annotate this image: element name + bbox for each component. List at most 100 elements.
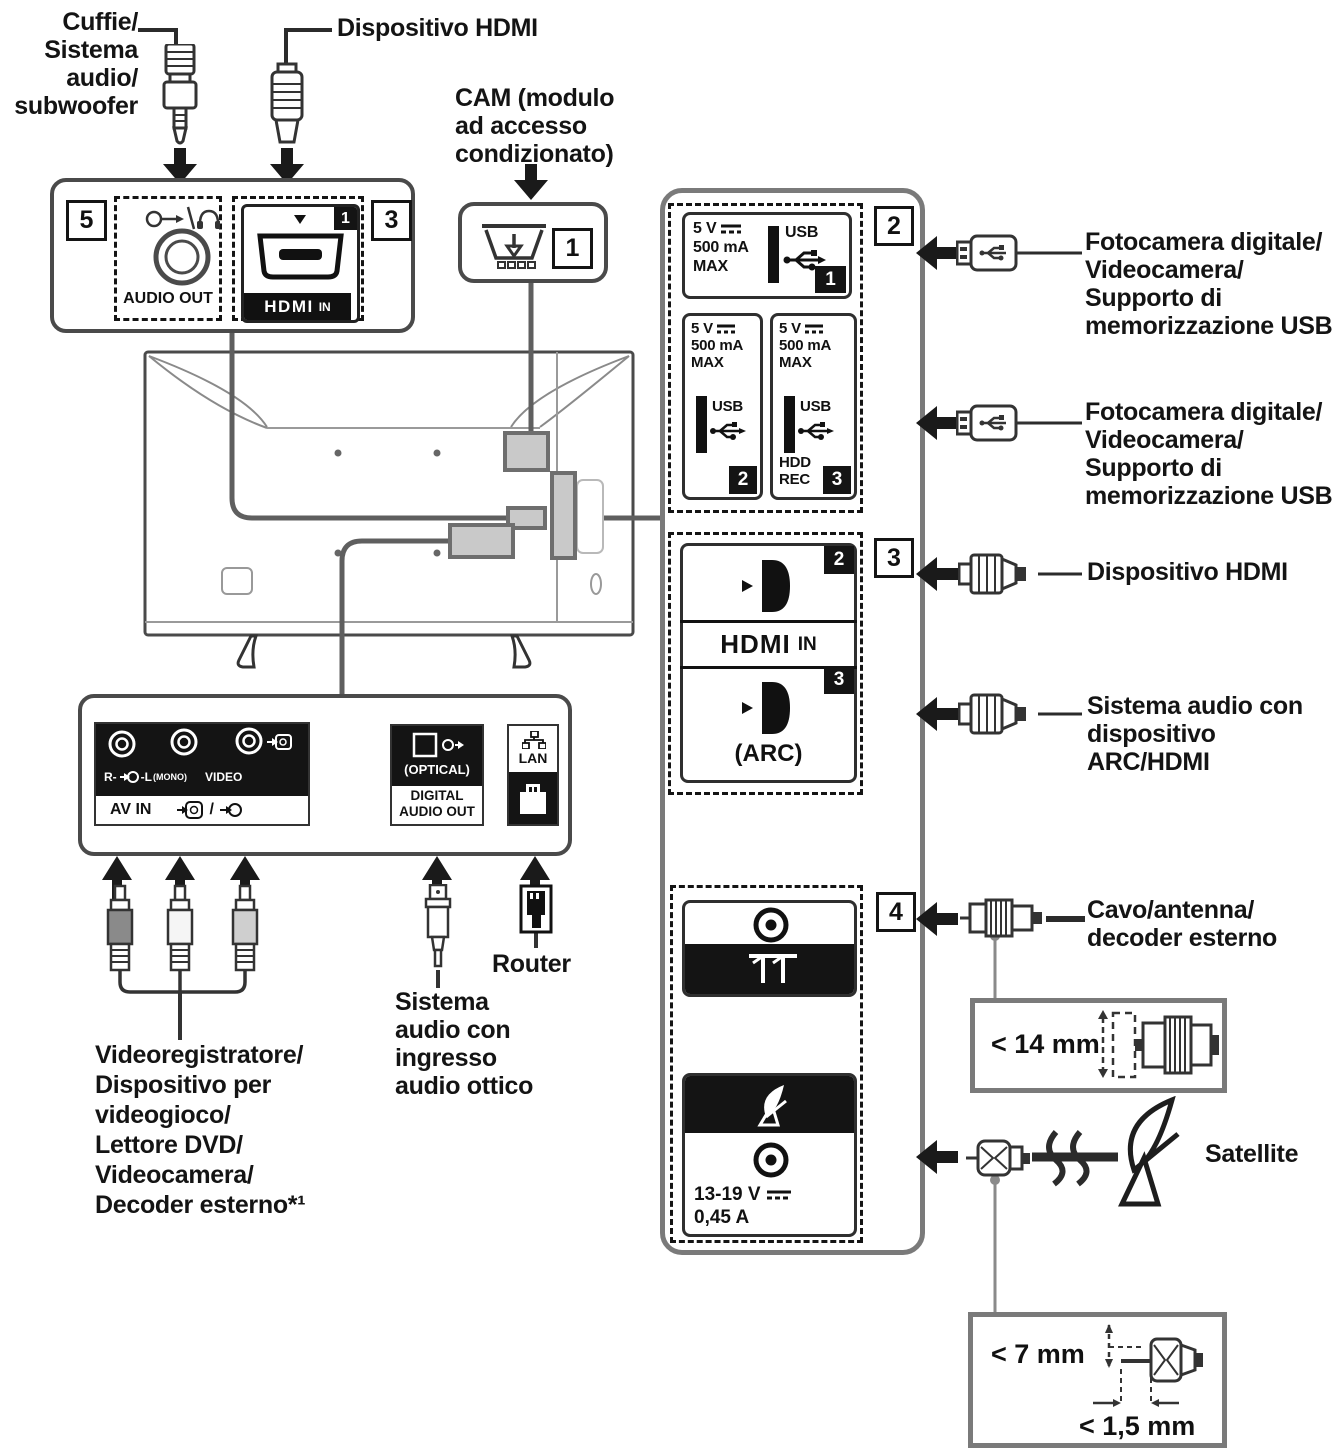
optical-plug-icon — [424, 884, 452, 968]
tv-cam-block — [503, 431, 550, 472]
av-in-label: AV IN — [110, 801, 152, 818]
usb-dashed-section — [668, 203, 863, 513]
hdmi1-mark-icon — [294, 215, 306, 224]
lan-port-icon — [520, 784, 546, 814]
dim-14mm-connector-icon — [1098, 1010, 1219, 1079]
dc-icon — [716, 324, 735, 334]
usb3-badge: 3 — [823, 466, 851, 494]
audio-input-icon — [219, 803, 242, 817]
dc-icon — [721, 224, 742, 234]
arrow-up-optical — [422, 856, 452, 902]
rca-jack-r — [108, 730, 136, 758]
cable-panel5 — [229, 333, 510, 521]
f-connector-icon — [966, 1139, 1030, 1177]
hdmi-plug-top-icon — [270, 62, 304, 144]
usb-trident-icon — [710, 422, 746, 440]
av-video-label: VIDEO — [205, 770, 243, 784]
bottom-panel: R- -L (MONO) VIDEO AV IN / — [78, 694, 572, 856]
headphone-plug-icon — [162, 44, 198, 145]
rca-plugs-icon — [106, 884, 259, 994]
arrow-down-hdmi — [270, 148, 304, 184]
tv-ghost-block — [576, 479, 604, 554]
vesa-hole — [334, 549, 342, 557]
tv-vertical-block — [550, 471, 577, 560]
lan-label: LAN — [518, 750, 548, 766]
antenna-dashed-section — [670, 885, 863, 1243]
hdmi-cable-plug-icon — [958, 693, 1026, 735]
label-usb-devices-2: Fotocamera digitale/ Videocamera/ Suppor… — [1085, 398, 1333, 510]
rca-jack-l — [170, 728, 198, 756]
tv-side-block — [506, 506, 547, 530]
av-l-label: -L — [140, 770, 152, 784]
av-r-label: R- — [104, 770, 117, 784]
tv-label-plate — [221, 567, 253, 595]
dim-1-5mm-text: < 1,5 mm — [1079, 1411, 1196, 1441]
arrow-left-usb1 — [916, 236, 958, 270]
panel-5: 5 AUDIO OUT 1 HDMI IN — [50, 178, 415, 333]
panel5-hdmi-number: 3 — [371, 200, 412, 241]
arrow-left-hdmi3 — [916, 697, 958, 731]
arrow-up-av-l — [165, 856, 195, 902]
hdmi-in-label: IN — [797, 633, 817, 655]
vesa-hole — [433, 449, 441, 457]
hdmi-logo: HDMI — [264, 296, 314, 316]
hdmi-d-icon — [742, 560, 790, 612]
usb-plug-icon — [956, 234, 1030, 272]
usb-plug-icon — [956, 404, 1030, 442]
tv-foot-right — [509, 634, 532, 669]
arrow-left-usb2 — [916, 406, 958, 440]
panel5-number: 5 — [66, 200, 107, 241]
cam-number: 1 — [552, 228, 593, 269]
label-headphones: Cuffie/ Sistema audio/ subwoofer — [14, 8, 138, 120]
dim-7mm-box: < 7 mm < 1,5 mm — [968, 1312, 1227, 1448]
hdmi1-badge: 1 — [334, 207, 357, 230]
av-mono-label: (MONO) — [153, 772, 187, 782]
av-in-block: R- -L (MONO) VIDEO AV IN / — [94, 722, 310, 826]
lan-block: LAN — [507, 724, 559, 826]
label-cam: CAM (modulo ad accesso condizionato) — [455, 84, 615, 168]
usb3-ma: 500 mA — [779, 337, 832, 354]
usb1-ma: 500 mA — [693, 239, 749, 256]
usb2-max: MAX — [691, 354, 724, 371]
usb2-volt: 5 V — [691, 320, 713, 337]
audio-out-jack — [153, 228, 211, 286]
digital-audio-out-label: DIGITAL AUDIO OUT — [399, 788, 475, 819]
cable-break-icon — [1046, 1130, 1090, 1187]
arrow-left-hdmi2 — [916, 557, 958, 591]
arrow-up-av-r — [102, 856, 132, 902]
usb3-max: MAX — [779, 354, 812, 371]
dim-14mm-text: < 14 mm — [991, 1029, 1100, 1059]
antenna-cable-plug-icon — [960, 898, 1042, 938]
hdmi2-badge: 2 — [824, 546, 854, 574]
coax-jack-icon — [753, 1142, 789, 1178]
usb1-volt: 5 V — [693, 220, 717, 237]
arrow-left-antenna — [916, 902, 958, 936]
lineout-headphone-icon — [145, 206, 220, 230]
arrow-up-lan — [520, 856, 550, 902]
usb2-badge: 2 — [729, 466, 757, 494]
label-av-devices: Videoregistratore/ Dispositivo per video… — [95, 1041, 306, 1219]
label-antenna-device: Cavo/antenna/ decoder esterno — [1087, 896, 1278, 952]
usb3-port-slot — [784, 396, 795, 453]
hdmi-dashed-section — [668, 532, 863, 795]
tv-bottom-block — [448, 523, 515, 559]
label-hdmi-device-right: Dispositivo HDMI — [1087, 558, 1288, 586]
usb3-hdd-rec: HDD REC — [779, 454, 811, 488]
usb3-volt: 5 V — [779, 320, 801, 337]
satellite-dish-outline-icon — [1118, 1096, 1180, 1207]
usb-port-2: 5 V 500 mA MAX USB 2 — [682, 313, 763, 500]
terrestrial-antenna-icon — [748, 954, 797, 983]
av-in-black-area: R- -L (MONO) VIDEO — [96, 724, 308, 796]
hdmi1-port-box: 1 HDMI IN — [241, 204, 360, 323]
rca-jack-video — [235, 727, 263, 755]
usb1-max: MAX — [693, 258, 728, 275]
cam-slot-icon — [482, 224, 546, 269]
hdmi-port-icon — [257, 233, 344, 280]
label-arc-device: Sistema audio con dispositivo ARC/HDMI — [1087, 692, 1303, 776]
arrow-left-satellite — [916, 1140, 958, 1174]
optical-square-icon — [412, 732, 464, 758]
line-headphones-label — [138, 28, 178, 46]
sat-amp: 0,45 A — [694, 1207, 750, 1228]
usb2-ma: 500 mA — [691, 337, 744, 354]
